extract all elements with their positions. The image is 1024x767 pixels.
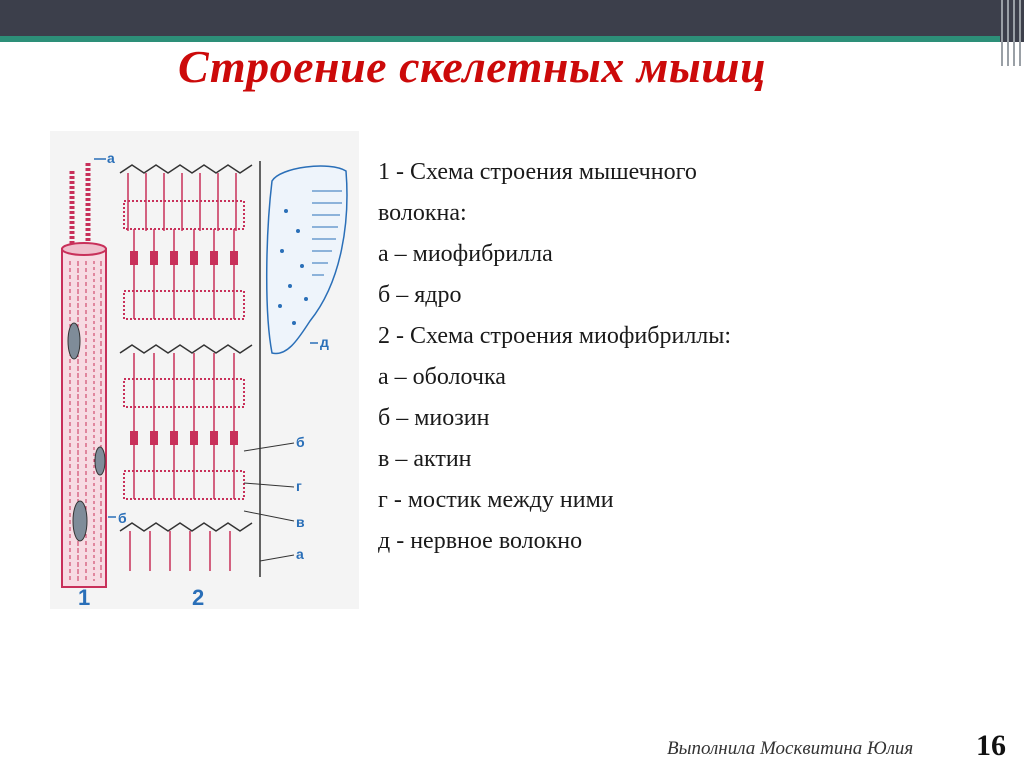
legend-line: а – миофибрилла	[378, 241, 553, 267]
top-accent-stripe	[0, 36, 1000, 42]
label-a-membrane: а	[296, 546, 304, 562]
label-b-myosin: б	[296, 434, 305, 450]
legend-line: 2 - Схема строения миофибриллы:	[378, 323, 732, 349]
legend-line: д - нервное волокно	[378, 528, 583, 554]
corner-decoration	[1001, 0, 1021, 66]
legend-line: в – актин	[378, 446, 472, 472]
figure-number-1: 1	[78, 585, 90, 609]
myofibril-scheme	[119, 161, 261, 577]
label-a-myofibril: а	[107, 150, 115, 166]
legend-line: б – ядро	[378, 282, 462, 308]
legend-text: 1 - Схема строения мышечного волокна: а …	[378, 152, 731, 562]
legend-line: б – миозин	[378, 405, 490, 431]
legend-line: а – оболочка	[378, 364, 506, 390]
muscle-structure-figure: а б д б г в а 1 2	[50, 131, 359, 609]
legend-line: г - мостик между ними	[378, 487, 614, 513]
label-g-bridge: г	[296, 478, 302, 494]
label-b-nucleus: б	[118, 510, 127, 526]
figure-number-2: 2	[192, 585, 204, 609]
label-v-actin: в	[296, 514, 305, 530]
author-footer: Выполнила Москвитина Юлия	[667, 738, 914, 759]
legend-line: 1 - Схема строения мышечного	[378, 159, 697, 185]
page-number: 16	[976, 729, 1006, 762]
muscle-fiber-cylinder	[61, 158, 116, 588]
top-bar	[0, 0, 1024, 42]
slide-title: Строение скелетных мышц	[178, 41, 767, 92]
label-d-nerve: д	[320, 334, 329, 350]
nerve-ending	[266, 165, 348, 355]
legend-line: волокна:	[378, 200, 467, 226]
